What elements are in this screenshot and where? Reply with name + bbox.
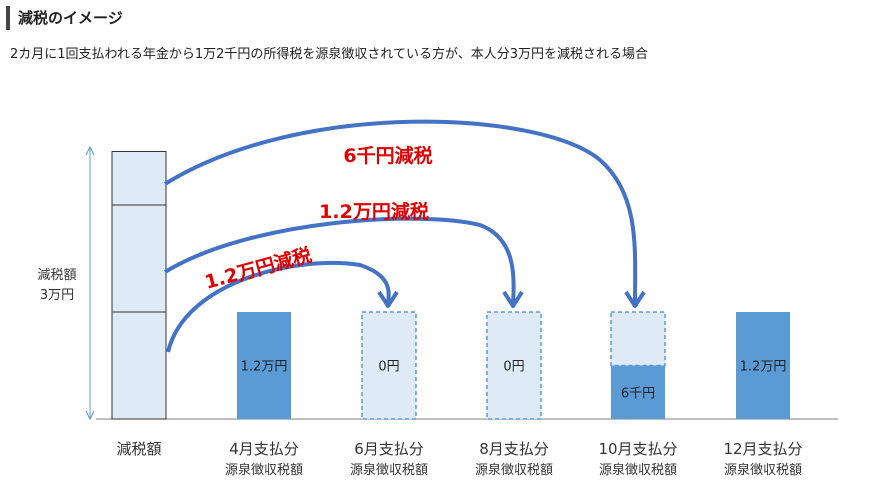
reduction-arrows (163, 119, 646, 353)
arrow-to-jun (166, 260, 391, 353)
reduction-segment-3 (111, 311, 167, 420)
category-label-0: 減税額 (116, 440, 161, 458)
category-sublabel-4: 源泉徴収税額 (599, 462, 677, 478)
reduction-dimension-arrow (85, 145, 95, 421)
axis-label-line2: 3万円 (40, 288, 74, 303)
payment-bar-1 (237, 312, 291, 419)
category-label-5: 12月支払分 (723, 440, 802, 458)
category-sublabel-3: 源泉徴収税額 (475, 462, 553, 478)
category-sublabel-5: 源泉徴収税額 (724, 462, 802, 478)
arrow-to-aug-head (502, 290, 524, 308)
payment-value-label-1: 1.2万円 (241, 360, 288, 375)
payment-value-label-4: 6千円 (621, 386, 655, 401)
payment-bar-3 (486, 311, 542, 420)
payment-bar-5 (736, 312, 790, 419)
reduction-label-aug: 1.2万円減税 (319, 200, 429, 223)
category-sublabel-1: 源泉徴収税額 (225, 462, 303, 478)
category-sublabel-2: 源泉徴収税額 (350, 462, 428, 478)
category-label-2: 6月支払分 (354, 440, 424, 458)
payment-value-label-3: 0円 (503, 360, 524, 375)
payment-value-label-2: 0円 (378, 360, 399, 375)
reduction-label-oct: 6千円減税 (343, 144, 432, 167)
payment-bar-2 (361, 311, 417, 420)
axis-label-line1: 減税額 (37, 267, 76, 283)
reduction-label-jun: 1.2万円減税 (202, 243, 314, 294)
arrow-to-oct-head (624, 290, 646, 308)
payment-value-label-5: 1.2万円 (740, 360, 787, 375)
page-subtitle: 2カ月に1回支払われる年金から1万2千円の所得税を源泉徴収されている方が、本人分… (10, 47, 649, 62)
category-label-1: 4月支払分 (229, 440, 299, 458)
reduction-segment-2 (111, 204, 167, 313)
arrow-to-oct (163, 119, 638, 304)
payment-bar-4 (611, 365, 665, 419)
arrow-to-aug (163, 216, 516, 304)
page-heading: 減税のイメージ (6, 6, 123, 30)
payment-bar-4-reduced (610, 311, 666, 367)
category-label-4: 10月支払分 (598, 440, 677, 458)
category-label-3: 8月支払分 (479, 440, 549, 458)
reduction-segment-1 (111, 151, 167, 206)
arrow-to-jun-head (377, 290, 399, 308)
